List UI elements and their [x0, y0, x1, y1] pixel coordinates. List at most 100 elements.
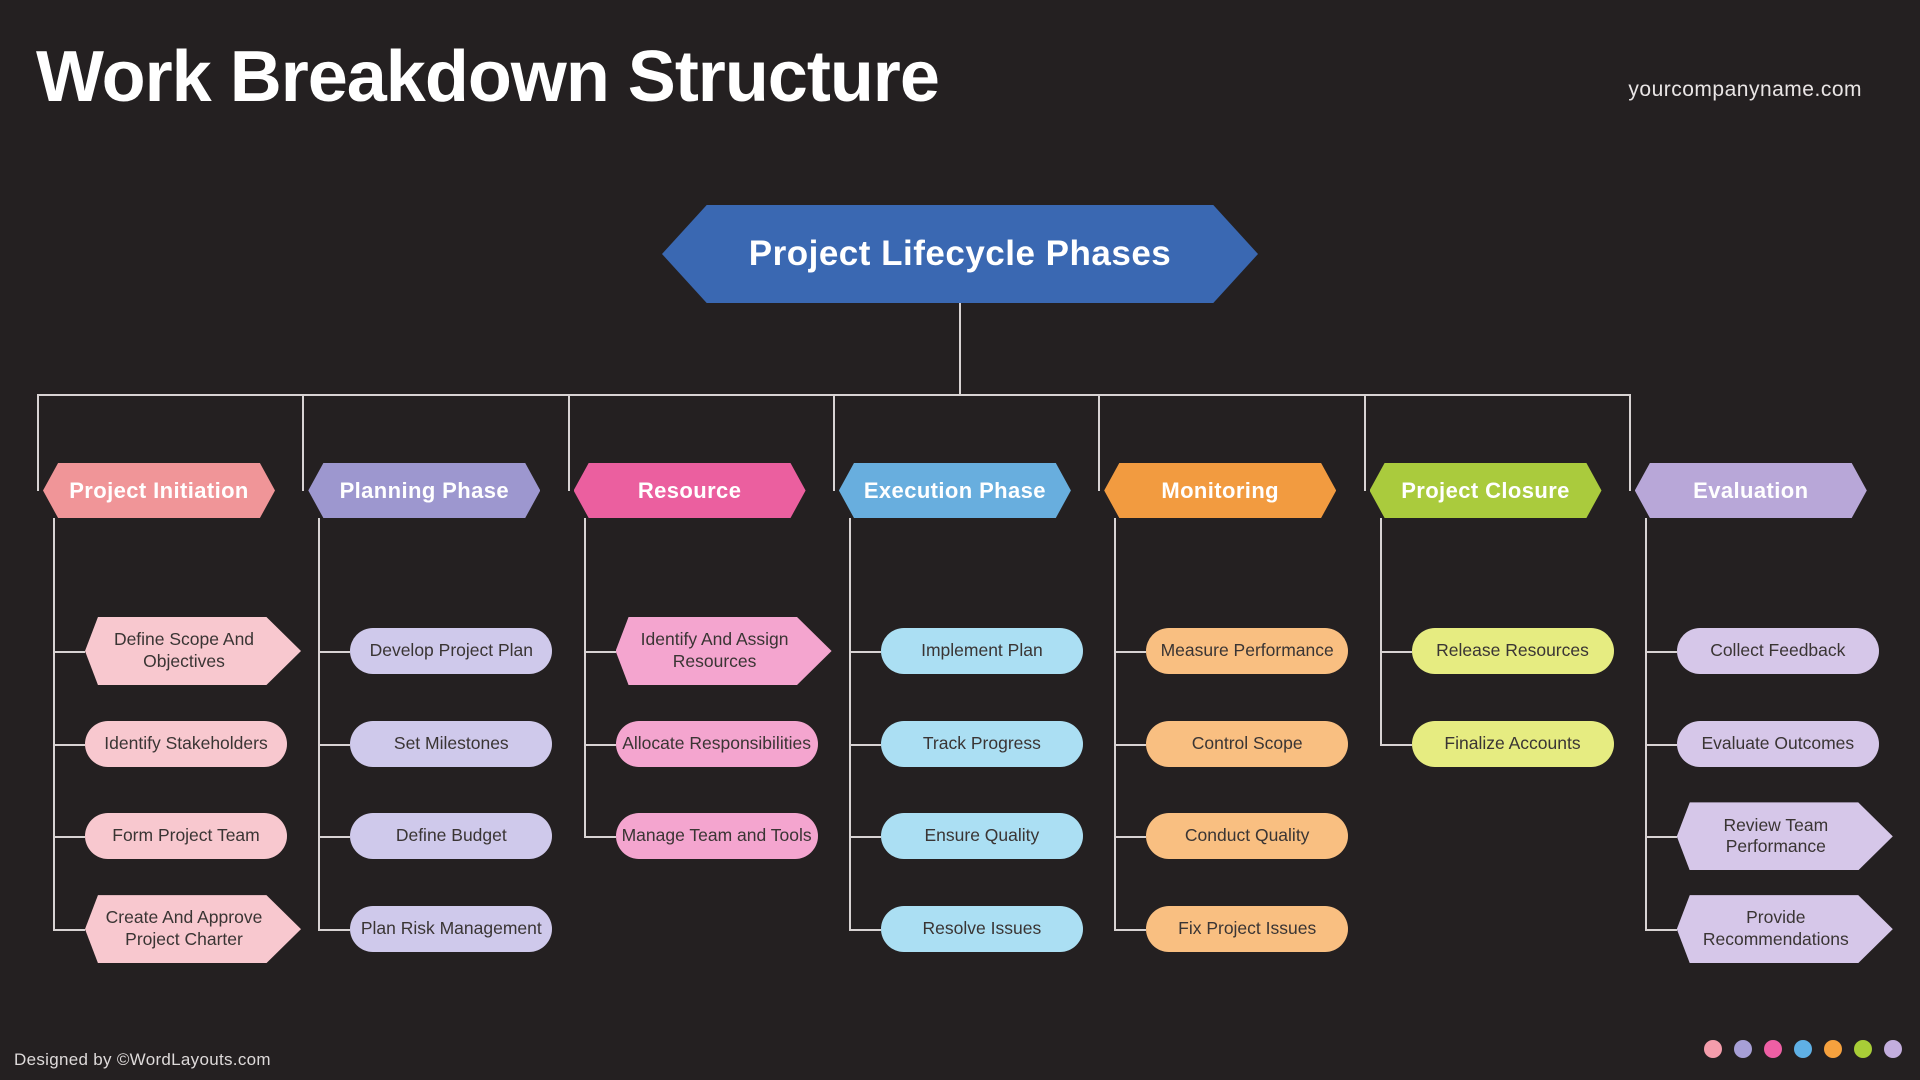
task-stub-monitoring-3	[1114, 929, 1147, 932]
root-drop-line	[959, 303, 961, 394]
phase-label-evaluation: Evaluation	[1693, 477, 1809, 503]
task-label-conduct-quality: Conduct Quality	[1184, 825, 1310, 846]
task-label-collect-feedback: Collect Feedback	[1710, 640, 1846, 661]
phase-header-monitoring: Monitoring	[1104, 463, 1337, 518]
page-title: Work Breakdown Structure	[36, 37, 940, 117]
phase-drop-line-resource	[567, 394, 570, 491]
task-stub-evaluation-1	[1644, 743, 1677, 746]
task-spine-evaluation	[1644, 518, 1647, 931]
task-spine-project-initiation	[53, 518, 55, 931]
task-label-define-budget: Define Budget	[395, 825, 507, 846]
task-node-define-budget: Define Budget	[350, 813, 553, 860]
task-spine-execution-phase	[848, 518, 851, 931]
task-label-allocate-responsibilities: Allocate Responsibilities	[622, 732, 811, 753]
palette-dot-2	[1764, 1040, 1782, 1058]
task-stub-evaluation-0	[1644, 651, 1677, 653]
palette-dots	[1704, 1040, 1902, 1058]
phase-label-planning-phase: Planning Phase	[339, 477, 509, 503]
palette-dot-4	[1824, 1040, 1842, 1058]
task-label-fix-project-issues: Fix Project Issues	[1178, 918, 1317, 939]
task-label-identify-stakeholders: Identify Stakeholders	[104, 732, 268, 753]
task-node-collect-feedback: Collect Feedback	[1676, 628, 1879, 674]
task-label-develop-project-plan: Develop Project Plan	[369, 640, 533, 661]
task-label-evaluate-outcomes: Evaluate Outcomes	[1701, 732, 1855, 753]
task-spine-monitoring	[1114, 518, 1117, 931]
phase-header-execution-phase: Execution Phase	[838, 463, 1071, 518]
root-phase-node: Project Lifecycle Phases	[662, 205, 1258, 303]
task-label-provide-recommendations: Provide Recommendations	[1702, 907, 1849, 950]
task-stub-execution-phase-1	[848, 743, 881, 746]
task-label-create-and-approve-project-charter: Create And Approve Project Charter	[105, 907, 263, 950]
task-node-control-scope: Control Scope	[1146, 720, 1349, 767]
task-node-allocate-responsibilities: Allocate Responsibilities	[615, 720, 818, 767]
task-stub-project-closure-1	[1379, 743, 1412, 746]
palette-dot-6	[1884, 1040, 1902, 1058]
phase-drop-line-evaluation	[1628, 394, 1631, 491]
task-node-fix-project-issues: Fix Project Issues	[1146, 906, 1349, 953]
task-stub-planning-phase-3	[318, 929, 351, 932]
task-stub-project-closure-0	[1379, 651, 1412, 653]
task-stub-execution-phase-2	[848, 836, 881, 839]
phase-drop-line-monitoring	[1098, 394, 1101, 491]
phase-drop-line-project-closure	[1363, 394, 1366, 491]
phase-label-project-closure: Project Closure	[1401, 477, 1570, 503]
task-label-control-scope: Control Scope	[1191, 732, 1303, 753]
phase-label-resource: Resource	[637, 477, 742, 503]
task-node-plan-risk-management: Plan Risk Management	[350, 906, 553, 953]
task-node-release-resources: Release Resources	[1411, 628, 1614, 674]
task-node-conduct-quality: Conduct Quality	[1146, 813, 1349, 860]
task-label-track-progress: Track Progress	[922, 732, 1041, 753]
phase-header-evaluation: Evaluation	[1634, 463, 1867, 518]
task-node-manage-team-and-tools: Manage Team and Tools	[615, 813, 818, 860]
task-label-release-resources: Release Resources	[1436, 640, 1589, 661]
phase-header-resource: Resource	[573, 463, 806, 518]
palette-dot-0	[1704, 1040, 1722, 1058]
task-node-review-team-performance: Review Team Performance	[1676, 802, 1893, 871]
task-stub-resource-2	[583, 836, 616, 839]
task-spine-planning-phase	[318, 518, 321, 931]
phase-header-planning-phase: Planning Phase	[308, 463, 541, 518]
task-node-identify-stakeholders: Identify Stakeholders	[85, 720, 287, 767]
task-node-provide-recommendations: Provide Recommendations	[1676, 895, 1893, 964]
task-stub-monitoring-0	[1114, 651, 1147, 653]
task-label-manage-team-and-tools: Manage Team and Tools	[621, 825, 812, 846]
phase-header-project-initiation: Project Initiation	[43, 463, 275, 518]
task-stub-monitoring-1	[1114, 743, 1147, 746]
task-stub-evaluation-3	[1644, 929, 1677, 932]
task-stub-resource-1	[583, 743, 616, 746]
task-stub-monitoring-2	[1114, 836, 1147, 839]
phase-drop-line-execution-phase	[832, 394, 835, 491]
phase-label-monitoring: Monitoring	[1161, 477, 1279, 503]
palette-dot-3	[1794, 1040, 1812, 1058]
task-label-resolve-issues: Resolve Issues	[922, 918, 1042, 939]
task-node-ensure-quality: Ensure Quality	[880, 813, 1083, 860]
task-node-develop-project-plan: Develop Project Plan	[350, 628, 553, 674]
task-label-form-project-team: Form Project Team	[112, 825, 260, 846]
task-stub-project-initiation-1	[53, 743, 85, 746]
task-node-evaluate-outcomes: Evaluate Outcomes	[1676, 720, 1879, 767]
task-label-define-scope-and-objectives: Define Scope And Objectives	[113, 629, 255, 671]
task-node-set-milestones: Set Milestones	[350, 720, 553, 767]
task-label-measure-performance: Measure Performance	[1160, 640, 1334, 661]
phase-header-project-closure: Project Closure	[1369, 463, 1602, 518]
task-stub-project-initiation-3	[53, 929, 85, 932]
root-phase-label: Project Lifecycle Phases	[748, 234, 1172, 273]
task-stub-project-initiation-2	[53, 836, 85, 839]
phase-label-project-initiation: Project Initiation	[69, 477, 249, 503]
task-stub-planning-phase-1	[318, 743, 351, 746]
footer-credit: Designed by ©WordLayouts.com	[14, 1050, 271, 1069]
task-stub-execution-phase-3	[848, 929, 881, 932]
task-label-plan-risk-management: Plan Risk Management	[360, 918, 542, 939]
task-node-form-project-team: Form Project Team	[85, 813, 287, 860]
task-label-set-milestones: Set Milestones	[393, 732, 509, 753]
task-spine-project-closure	[1379, 518, 1382, 745]
task-node-create-and-approve-project-charter: Create And Approve Project Charter	[85, 895, 301, 964]
task-label-identify-and-assign-resources: Identify And Assign Resources	[640, 629, 789, 671]
task-label-ensure-quality: Ensure Quality	[924, 825, 1040, 846]
task-node-implement-plan: Implement Plan	[880, 628, 1083, 674]
task-node-measure-performance: Measure Performance	[1146, 628, 1349, 674]
phase-drop-line-project-initiation	[37, 394, 39, 491]
task-node-finalize-accounts: Finalize Accounts	[1411, 720, 1614, 767]
task-stub-evaluation-2	[1644, 836, 1677, 839]
